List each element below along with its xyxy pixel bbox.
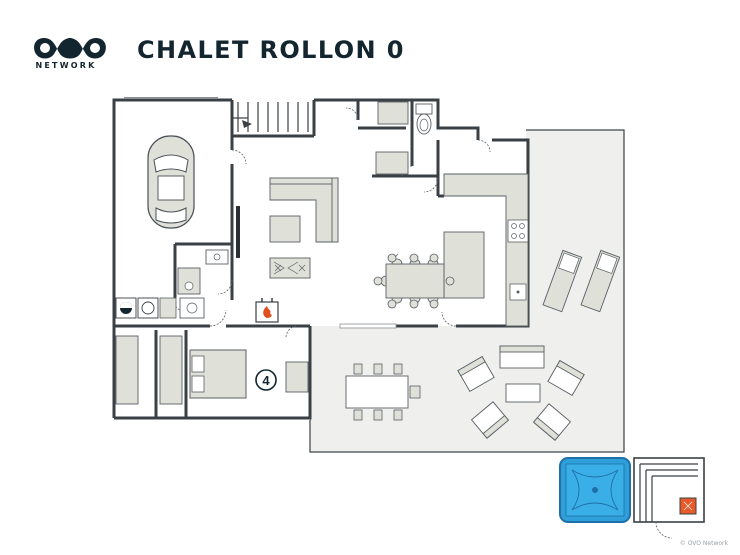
double-bed <box>189 349 247 399</box>
sauna-heater-icon <box>679 497 697 515</box>
logo-subtitle: NETWORK <box>35 61 97 70</box>
room-badge: 4 <box>255 369 277 391</box>
outdoor-dining-table <box>345 363 421 421</box>
coffee-table <box>269 257 311 279</box>
header: NETWORK CHALET ROLLON 0 <box>0 0 740 90</box>
kitchen-counter <box>443 173 529 327</box>
hall-cabinet <box>375 151 409 175</box>
sun-lounger-icon <box>542 249 621 313</box>
tv-icon <box>236 206 240 258</box>
bedroom-wardrobe <box>285 361 309 393</box>
jacuzzi-icon <box>559 457 631 523</box>
wc-cabinet <box>377 101 409 125</box>
ovo-logo-icon <box>34 38 106 59</box>
copyright: © OVO Network <box>679 540 728 547</box>
corner-sofa <box>269 177 339 243</box>
armchair <box>269 215 301 243</box>
fireplace-icon <box>255 298 279 323</box>
bar-stools <box>373 253 455 309</box>
stove-icon <box>507 219 529 243</box>
single-bed-2 <box>159 335 183 405</box>
outdoor-lounge <box>457 345 585 441</box>
washing-machine-icon <box>115 297 177 319</box>
utility-room <box>177 249 229 319</box>
car-icon <box>147 135 195 229</box>
toilet-icon <box>415 103 433 135</box>
page-title: CHALET ROLLON 0 <box>137 36 405 64</box>
single-bed-1 <box>115 335 139 405</box>
exterior-walls <box>112 98 530 420</box>
sink-icon <box>509 283 527 301</box>
room-badge-number: 4 <box>262 373 270 388</box>
stairs-icon <box>232 102 309 132</box>
kitchen-island <box>443 231 485 299</box>
window-glass <box>339 323 397 329</box>
